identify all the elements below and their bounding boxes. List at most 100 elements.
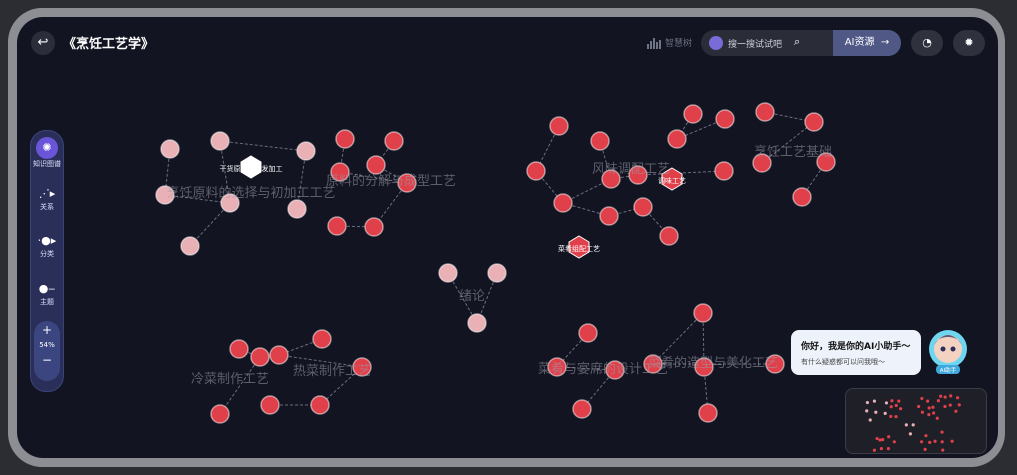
graph-edge xyxy=(642,206,670,237)
minimap-node xyxy=(894,403,898,408)
graph-edge xyxy=(599,140,612,180)
graph-node xyxy=(210,131,230,151)
graph-node xyxy=(352,357,372,377)
graph-node xyxy=(155,185,175,205)
graph-node xyxy=(526,161,546,181)
graph-edge xyxy=(278,354,363,368)
left-toolbar: ✺ 知识图谱 ⋰▸ 关系 ⋅●▸ 分类 ●‒ 主题 + 54% − xyxy=(30,130,64,392)
graph-node xyxy=(210,404,230,424)
minimap-node xyxy=(874,410,878,414)
graph-node xyxy=(260,395,280,415)
graph-node xyxy=(364,217,384,237)
graph-edge xyxy=(535,170,564,204)
minimap-node xyxy=(928,440,932,444)
ai-resource-button[interactable]: AI资源 → xyxy=(833,30,901,56)
minimap[interactable] xyxy=(845,388,987,454)
tool-label: 知识图谱 xyxy=(33,160,61,168)
page-title: 《烹饪工艺学》 xyxy=(63,37,155,52)
cluster-label: 烹饪工艺基础 xyxy=(754,145,832,160)
cluster-label: 风味调配工艺 xyxy=(592,162,670,177)
user-avatar-icon xyxy=(709,36,723,50)
back-button[interactable]: ↩ xyxy=(31,31,55,55)
graph-node xyxy=(220,193,240,213)
graph-node xyxy=(327,216,347,236)
minimap-node xyxy=(917,404,921,409)
back-arrow-icon: ↩ xyxy=(37,35,49,50)
graph-node xyxy=(229,339,249,359)
minimap-node xyxy=(950,439,954,443)
theme-icon: ●‒ xyxy=(38,282,56,295)
brand-logo: 智慧树 xyxy=(647,36,692,49)
graph-edge xyxy=(702,312,705,368)
tool-label: 关系 xyxy=(40,203,54,211)
graph-node xyxy=(599,206,619,226)
minimap-node xyxy=(886,447,891,451)
graph-edge xyxy=(447,272,478,324)
graph-node xyxy=(330,162,350,182)
graph-edge xyxy=(164,148,171,196)
zoom-level: 54% xyxy=(39,341,55,349)
tool-category[interactable]: ⋅●▸ 分类 xyxy=(31,233,63,259)
minimap-node xyxy=(875,436,879,441)
search-icon[interactable]: ⌕ xyxy=(794,35,801,48)
minimap-node xyxy=(955,396,960,400)
knowledge-graph-icon: ✺ xyxy=(36,137,58,159)
minimap-node xyxy=(881,438,885,442)
assistant-bubble[interactable]: 你好，我是你的AI小助手～ 有什么疑惑都可以问我哦～ xyxy=(791,330,921,375)
graph-node xyxy=(683,104,703,124)
graph-node xyxy=(312,329,332,349)
settings-icon: ✹ xyxy=(964,36,974,49)
minimap-node xyxy=(939,394,943,398)
minimap-node xyxy=(911,423,915,427)
minimap-node xyxy=(920,410,925,414)
graph-node xyxy=(755,102,775,122)
graph-edge xyxy=(373,182,408,228)
graph-edge xyxy=(296,150,307,210)
minimap-node xyxy=(932,411,936,415)
zoom-control: + 54% − xyxy=(34,321,60,381)
minimap-node xyxy=(943,395,947,399)
graph-node xyxy=(633,197,653,217)
history-button[interactable]: ◔ xyxy=(911,30,943,56)
graph-node xyxy=(667,129,687,149)
graph-node xyxy=(698,403,718,423)
minimap-node xyxy=(889,414,893,419)
minimap-node xyxy=(894,415,898,419)
graph-node xyxy=(714,161,734,181)
minimap-node xyxy=(872,399,877,403)
assistant-badge: AI助手 xyxy=(940,366,957,374)
graph-edge xyxy=(189,202,231,247)
tool-theme[interactable]: ●‒ 主题 xyxy=(31,281,63,307)
hub-label: 调味工艺 xyxy=(658,176,686,185)
assistant-subtext: 有什么疑惑都可以问我哦～ xyxy=(801,358,885,366)
graph-edge xyxy=(219,140,307,152)
graph-edge xyxy=(219,140,231,204)
graph-edge xyxy=(278,338,323,356)
minimap-node xyxy=(926,399,930,403)
zoom-out-button[interactable]: − xyxy=(41,353,53,367)
tool-relation[interactable]: ⋰▸ 关系 xyxy=(31,186,63,212)
cluster-label: 冷菜制作工艺 xyxy=(191,372,269,387)
settings-button[interactable]: ✹ xyxy=(953,30,985,56)
assistant-avatar[interactable]: AI助手 xyxy=(928,327,968,375)
graph-node xyxy=(659,226,679,246)
graph-edge xyxy=(801,161,827,198)
minimap-node xyxy=(920,396,924,401)
cluster-label: 绪论 xyxy=(459,289,485,304)
graph-node xyxy=(804,112,824,132)
graph-edge xyxy=(164,194,231,204)
graph-node xyxy=(250,347,270,367)
tool-knowledge-graph[interactable]: ✺ 知识图谱 xyxy=(31,137,63,169)
minimap-node xyxy=(949,394,953,398)
minimap-node xyxy=(935,416,939,420)
zoom-in-button[interactable]: + xyxy=(41,323,53,337)
graph-node xyxy=(296,141,316,161)
brand-bars-icon xyxy=(647,38,661,49)
cluster-label: 烹饪原料的选择与初加工工艺 xyxy=(166,185,335,201)
search-placeholder[interactable]: 搜一搜试试吧 xyxy=(728,40,783,50)
graph-edge xyxy=(562,202,610,217)
search-bar[interactable]: 搜一搜试试吧 ⌕ AI资源 → xyxy=(701,30,901,56)
graph-node xyxy=(160,139,180,159)
minimap-node xyxy=(908,432,912,436)
relation-icon: ⋰▸ xyxy=(38,187,56,200)
